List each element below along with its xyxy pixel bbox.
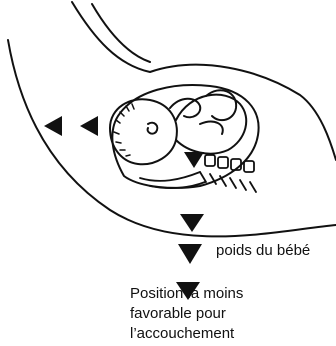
down-arrow-icon [178,244,202,264]
baby-weight-label: poids du bébé [216,242,310,259]
mother-back-outline [8,40,336,236]
baby-ear [148,123,158,134]
caption-line: favorable pour [130,304,243,324]
left-arrow-icon [80,116,98,136]
left-arrow-icon [44,116,62,136]
down-arrow-icon [184,152,204,168]
baby-hair [114,104,134,156]
baby-foot [200,122,223,134]
caption-line: l’accouchement [130,324,243,344]
diagram-caption: Position la moins favorable pour l’accou… [130,284,243,344]
baby-head [110,99,177,164]
mother-inner-line [92,4,150,62]
down-arrow-icon [180,214,204,232]
caption-line: Position la moins [130,284,243,304]
